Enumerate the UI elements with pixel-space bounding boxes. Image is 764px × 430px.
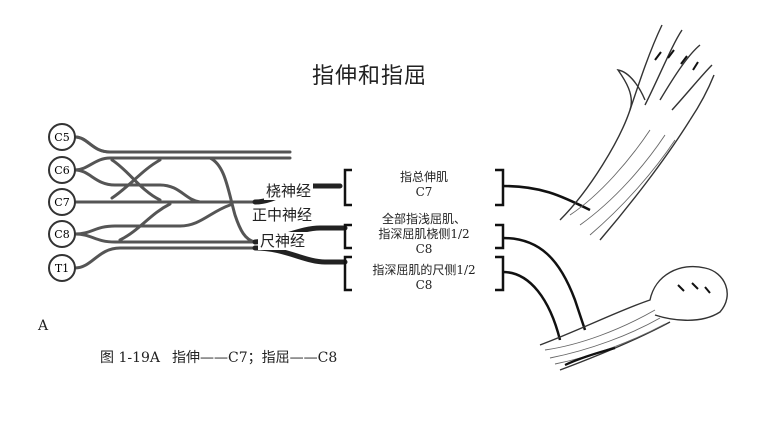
root-circles: C5 C6 C7 C8 T1 (48, 123, 76, 282)
deep-flexor-ulnar-name: 指深屈肌的尺侧1/2 (372, 263, 476, 277)
plexus-lines (73, 135, 292, 270)
root-circle-c6 (48, 156, 76, 184)
root-circle-t1 (48, 254, 76, 282)
figure-caption: 图 1-19A 指伸——C7；指屈——C8 (100, 347, 349, 367)
root-label-t1: T1 (55, 262, 69, 275)
hand-extension-illustration (559, 24, 715, 241)
deep-flexor-ulnar-block: 指深屈肌的尺侧1/2 C8 (349, 263, 499, 293)
root-circle-c5 (48, 123, 76, 151)
root-label-c8: C8 (54, 228, 69, 241)
hand-flexion-illustration (539, 265, 728, 371)
extensor-muscle-name: 指总伸肌 (399, 170, 448, 184)
radial-nerve-label: 桡神经 (264, 182, 314, 200)
figure-number: 图 1-19A (100, 350, 161, 366)
figure-caption-text: 指伸——C7；指屈——C8 (172, 350, 338, 366)
root-circle-c7 (48, 188, 76, 216)
superficial-flexor-line1: 全部指浅屈肌、 (381, 212, 466, 226)
root-label-c5: C5 (54, 131, 69, 144)
deep-flexor-ulnar-root: C8 (415, 278, 433, 292)
panel-letter: A (38, 318, 49, 334)
diagram-title: 指伸和指屈 (312, 64, 428, 89)
superficial-flexor-block: 全部指浅屈肌、 指深屈肌桡侧1/2 C8 (349, 212, 499, 257)
median-nerve-label: 正中神经 (250, 206, 315, 224)
root-circle-c8 (48, 220, 76, 248)
muscle-connector-lines (502, 184, 591, 341)
muscle-brackets (343, 168, 505, 292)
ulnar-nerve-line (252, 245, 348, 265)
superficial-flexor-line2: 指深屈肌桡侧1/2 (378, 227, 470, 241)
ulnar-nerve-label: 尺神经 (258, 232, 308, 250)
root-label-c6: C6 (54, 164, 69, 177)
extensor-muscle-root: C7 (415, 185, 433, 199)
superficial-flexor-root: C8 (415, 242, 433, 256)
root-label-c7: C7 (54, 196, 69, 209)
extensor-muscle-block: 指总伸肌 C7 (349, 170, 499, 200)
